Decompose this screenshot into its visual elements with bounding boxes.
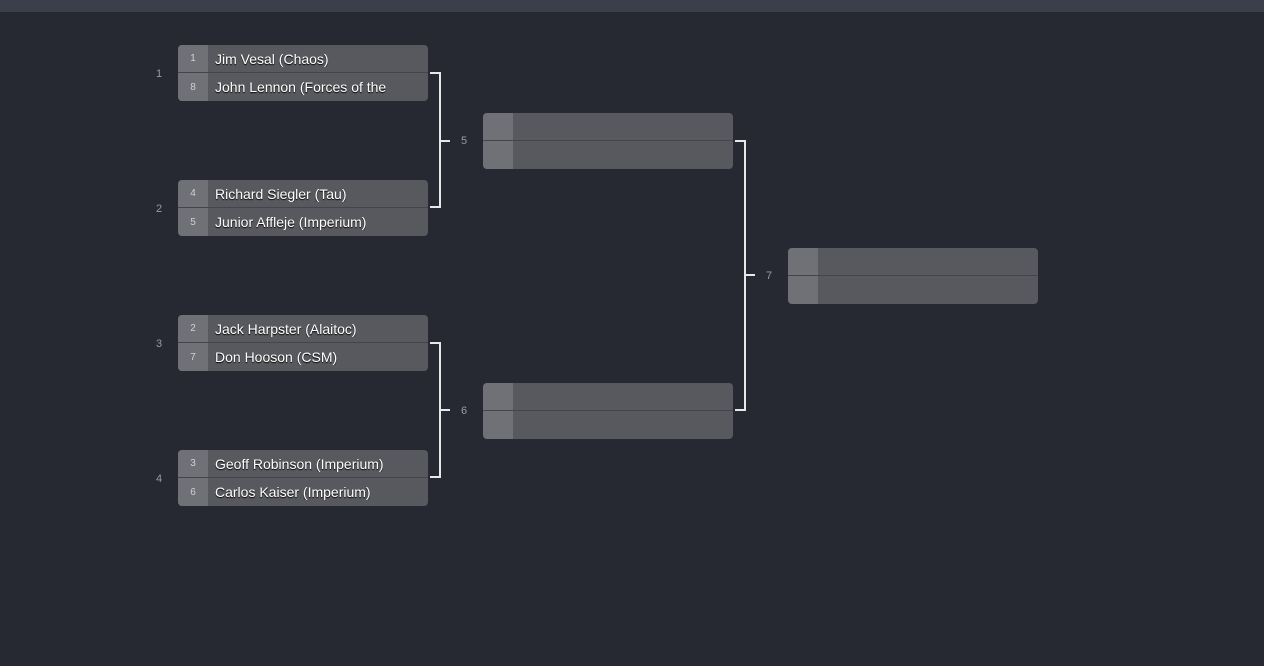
player-name: Junior Affleje (Imperium) — [215, 214, 367, 230]
match-6[interactable] — [483, 383, 733, 439]
connector-line — [430, 476, 441, 478]
seed: 5 — [178, 208, 208, 236]
seed: 8 — [178, 73, 208, 101]
seed: 2 — [178, 315, 208, 342]
player-row[interactable] — [483, 141, 733, 169]
match-number: 7 — [765, 270, 773, 282]
match-2[interactable]: 4 Richard Siegler (Tau) 5 Junior Affleje (… — [178, 180, 428, 236]
player-row[interactable]: 5 Junior Affleje (Imperium) — [178, 208, 428, 236]
player-name: Jim Vesal (Chaos) — [215, 50, 329, 67]
seed: 1 — [178, 45, 208, 72]
match-3[interactable]: 2 Jack Harpster (Alaitoc) 7 Don Hooson (CS… — [178, 315, 428, 371]
player-name: Don Hooson (CSM) — [215, 349, 338, 365]
player-row[interactable] — [483, 383, 733, 411]
seed — [788, 248, 818, 275]
seed: 3 — [178, 450, 208, 477]
connector-line — [439, 409, 450, 411]
seed — [483, 141, 513, 169]
connector-line — [744, 274, 755, 276]
player-name: John Lennon (Forces of the — [215, 79, 387, 95]
player-name: Richard Siegler (Tau) — [215, 185, 347, 202]
seed: 7 — [178, 343, 208, 371]
connector-line — [430, 342, 441, 344]
seed — [483, 113, 513, 140]
player-row[interactable]: 8 John Lennon (Forces of the — [178, 73, 428, 101]
connector-line — [430, 72, 441, 74]
match-1[interactable]: 1 Jim Vesal (Chaos) 8 John Lennon (Forces … — [178, 45, 428, 101]
connector-line — [439, 140, 450, 142]
player-row[interactable] — [788, 276, 1038, 304]
player-row[interactable]: 1 Jim Vesal (Chaos) — [178, 45, 428, 73]
player-name: Jack Harpster (Alaitoc) — [215, 320, 357, 337]
player-row[interactable]: 3 Geoff Robinson (Imperium) — [178, 450, 428, 478]
seed — [483, 383, 513, 410]
player-name: Geoff Robinson (Imperium) — [215, 455, 384, 472]
player-row[interactable]: 4 Richard Siegler (Tau) — [178, 180, 428, 208]
match-number: 2 — [155, 203, 163, 215]
seed — [788, 276, 818, 304]
player-row[interactable] — [483, 411, 733, 439]
seed — [483, 411, 513, 439]
match-4[interactable]: 3 Geoff Robinson (Imperium) 6 Carlos Kaise… — [178, 450, 428, 506]
seed: 4 — [178, 180, 208, 207]
player-row[interactable] — [788, 248, 1038, 276]
seed: 6 — [178, 478, 208, 506]
player-name: Carlos Kaiser (Imperium) — [215, 484, 371, 500]
player-row[interactable]: 2 Jack Harpster (Alaitoc) — [178, 315, 428, 343]
match-number: 3 — [155, 338, 163, 350]
match-number: 5 — [460, 135, 468, 147]
match-number: 4 — [155, 473, 163, 485]
connector-line — [430, 206, 441, 208]
player-row[interactable]: 6 Carlos Kaiser (Imperium) — [178, 478, 428, 506]
player-row[interactable]: 7 Don Hooson (CSM) — [178, 343, 428, 371]
match-7[interactable] — [788, 248, 1038, 304]
connector-line — [735, 140, 746, 142]
match-number: 6 — [460, 405, 468, 417]
match-5[interactable] — [483, 113, 733, 169]
player-row[interactable] — [483, 113, 733, 141]
connector-line — [735, 409, 746, 411]
match-number: 1 — [155, 68, 163, 80]
top-bar — [0, 0, 1264, 12]
